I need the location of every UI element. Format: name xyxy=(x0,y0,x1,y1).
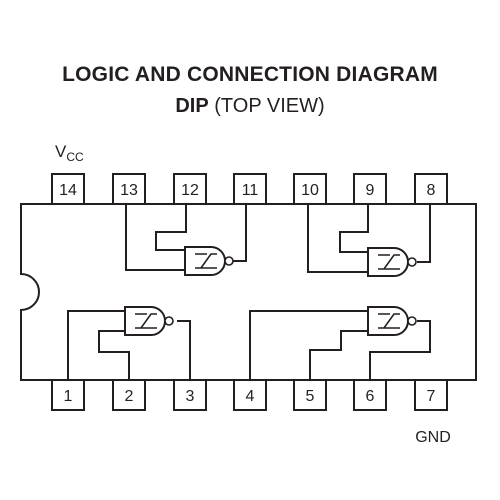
pin-box-2 xyxy=(112,379,146,411)
wire-pin10 xyxy=(307,204,368,273)
pin-box-4 xyxy=(233,379,267,411)
pin-number-6: 6 xyxy=(366,388,375,405)
wire-pin1 xyxy=(67,310,125,380)
pin-box-8 xyxy=(414,173,448,205)
pin-number-11: 11 xyxy=(242,182,259,199)
pin-number-7: 7 xyxy=(427,388,436,405)
nand-gate-top-left xyxy=(184,246,234,276)
pin-number-13: 13 xyxy=(120,182,138,199)
pin-box-6 xyxy=(353,379,387,411)
pin-box-7 xyxy=(414,379,448,411)
pin-box-1 xyxy=(51,379,85,411)
wire-pin13 xyxy=(125,204,185,271)
wire-pin12 xyxy=(155,204,187,251)
wire-pin5 xyxy=(309,330,368,380)
pin-box-9 xyxy=(353,173,387,205)
vcc-subscript: CC xyxy=(66,150,84,164)
pin-number-5: 5 xyxy=(306,388,315,405)
pin-number-2: 2 xyxy=(125,388,134,405)
internal-wiring xyxy=(67,204,431,380)
vcc-label: VCC xyxy=(55,142,84,164)
diagram-title: LOGIC AND CONNECTION DIAGRAM xyxy=(62,63,438,86)
wire-pin8 xyxy=(417,204,431,263)
pin-number-4: 4 xyxy=(246,388,255,405)
pin-number-9: 9 xyxy=(366,182,375,199)
subtitle-package: DIP xyxy=(175,95,209,117)
wire-pin6 xyxy=(369,320,431,380)
pin-box-13 xyxy=(112,173,146,205)
gnd-label: GND xyxy=(415,429,451,446)
wire-pin4 xyxy=(249,310,368,380)
wire-pin9 xyxy=(339,204,369,253)
wire-pin2 xyxy=(98,330,130,380)
pin-number-10: 10 xyxy=(301,182,319,199)
subtitle-view: (TOP VIEW) xyxy=(214,95,325,117)
pin-box-12 xyxy=(173,173,207,205)
pin-box-5 xyxy=(293,379,327,411)
pin-number-12: 12 xyxy=(181,182,199,199)
pin-number-1: 1 xyxy=(64,388,73,405)
diagram-subtitle: DIP (TOP VIEW) xyxy=(0,95,500,118)
ic-body xyxy=(20,203,477,381)
pin-box-11 xyxy=(233,173,267,205)
pin-number-8: 8 xyxy=(427,182,436,199)
nand-gate-bottom-right xyxy=(367,306,417,336)
nand-gate-top-right xyxy=(367,247,417,277)
pin-box-10 xyxy=(293,173,327,205)
nand-gate-bottom-left xyxy=(124,306,174,336)
pin-number-3: 3 xyxy=(186,388,195,405)
wire-pin3 xyxy=(177,320,191,380)
wire-pin11 xyxy=(233,204,247,262)
pin-box-14 xyxy=(51,173,85,205)
pin-number-14: 14 xyxy=(59,182,77,199)
